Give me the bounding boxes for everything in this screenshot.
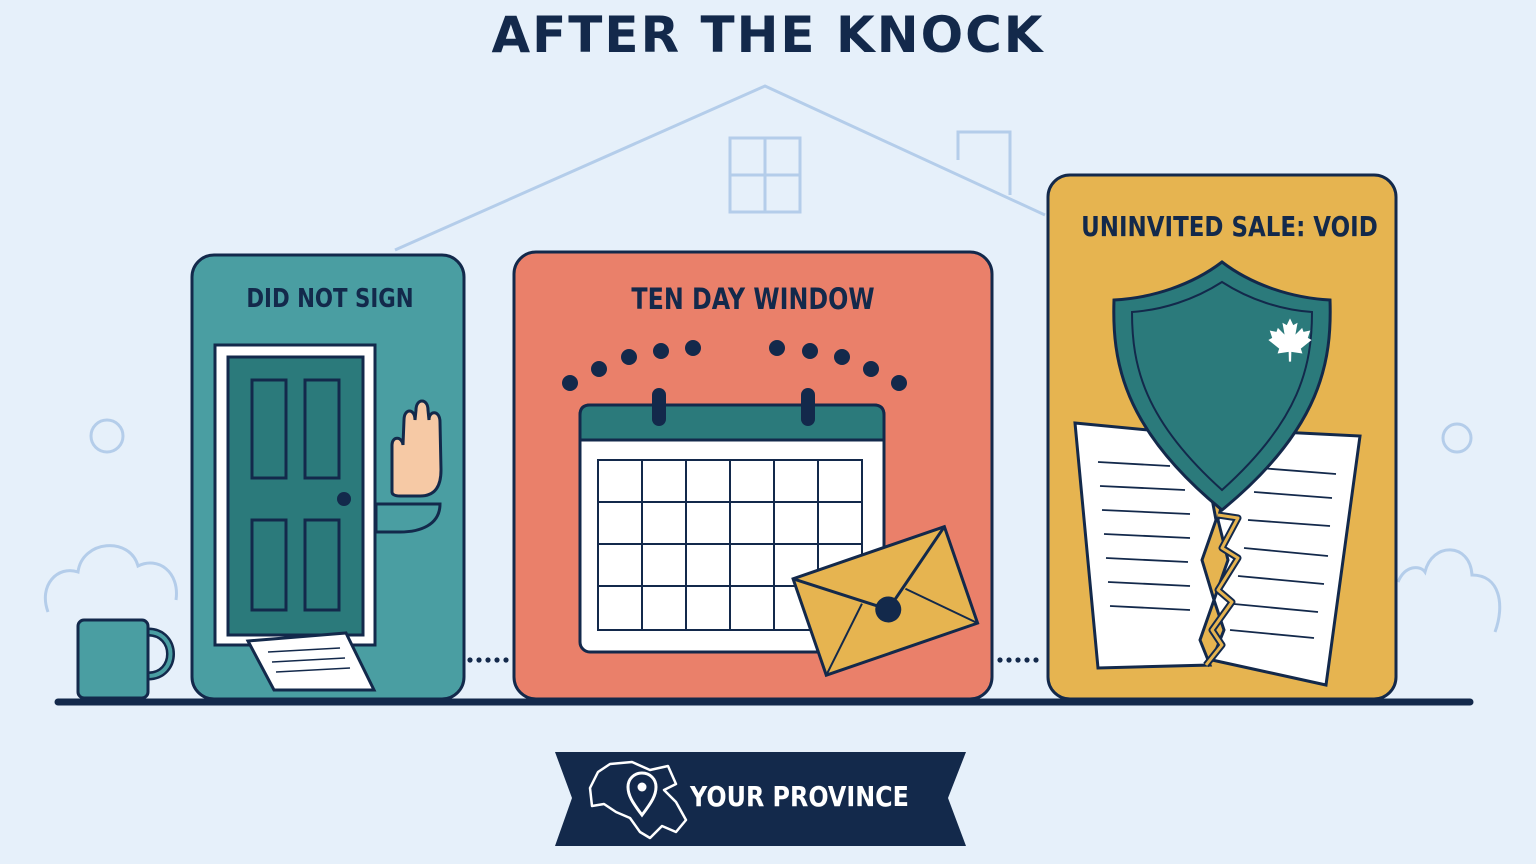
card-label-ten-day-window: TEN DAY WINDOW [631, 282, 875, 316]
page-title: AFTER THE KNOCK [491, 6, 1045, 64]
torn-contract-icon [1073, 421, 1362, 687]
cloud-left-icon [43, 544, 178, 613]
decorative-circle-right [1441, 422, 1473, 454]
maple-leaf-icon [1268, 318, 1312, 362]
banner-label: YOUR PROVINCE [690, 780, 909, 813]
province-banner [555, 752, 966, 846]
connector-dots [467, 657, 1039, 663]
door-icon [213, 343, 377, 647]
dotted-arc [562, 340, 907, 391]
decorative-circle-left [89, 418, 125, 454]
house-outline-icon [394, 84, 1046, 252]
mug-icon [76, 618, 175, 700]
paper-icon [245, 631, 377, 692]
raised-hand-icon [374, 399, 443, 534]
card-label-did-not-sign: DID NOT SIGN [246, 284, 414, 314]
cloud-right-icon [1396, 548, 1502, 633]
province-map-icon [588, 760, 688, 840]
card-label-uninvited-sale-void: UNINVITED SALE: VOID [1081, 210, 1378, 243]
shield-icon [1112, 260, 1332, 512]
envelope-icon [791, 524, 980, 678]
map-pin-icon [626, 771, 658, 818]
